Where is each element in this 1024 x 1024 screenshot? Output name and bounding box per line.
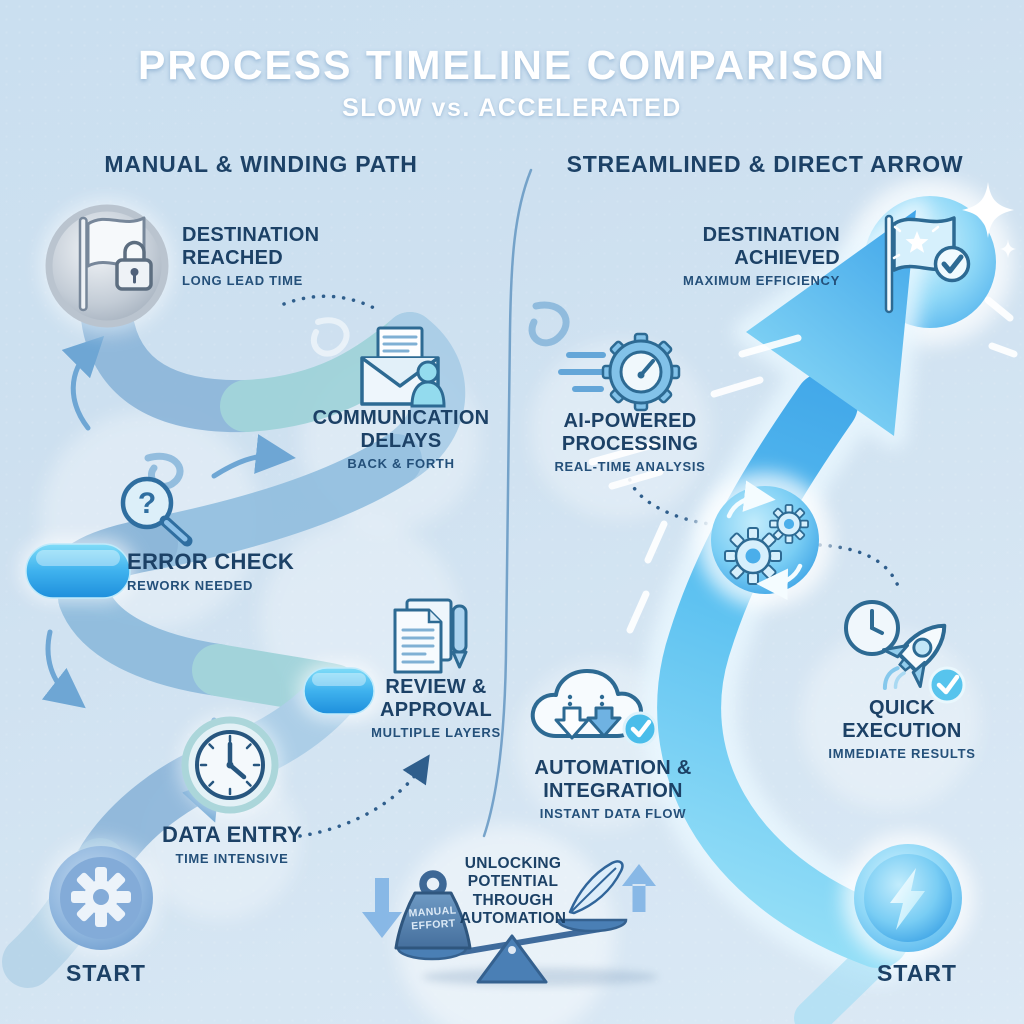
step-subtitle: IMMEDIATE RESULTS xyxy=(828,746,976,762)
feather-icon xyxy=(568,860,624,915)
gears-node xyxy=(697,472,833,608)
column-divider xyxy=(482,168,533,838)
step-title: DESTINATION ACHIEVED xyxy=(702,224,840,270)
documents-pen-icon xyxy=(393,598,468,674)
step-destination-achieved: DESTINATION ACHIEVED MAXIMUM EFFICIENCY xyxy=(640,224,840,288)
step-title: COMMUNICATION DELAYS xyxy=(312,407,490,453)
step-automation-integration: AUTOMATION & INTEGRATION INSTANT DATA FL… xyxy=(498,757,728,821)
question-glyph: ? xyxy=(138,487,156,520)
step-review-approval: REVIEW & APPROVAL MULTIPLE LAYERS xyxy=(336,676,536,740)
gear-gauge-icon xyxy=(558,332,681,412)
step-subtitle: BACK & FORTH xyxy=(347,456,455,472)
step-subtitle: INSTANT DATA FLOW xyxy=(539,806,687,822)
gears-cycle-icon xyxy=(724,480,809,601)
balance-message: UNLOCKING POTENTIAL THROUGH AUTOMATION xyxy=(459,855,567,927)
envelope-person-icon xyxy=(360,326,446,408)
start-label-slow: START xyxy=(66,960,146,986)
step-subtitle: TIME INTENSIVE xyxy=(175,850,289,866)
step-title: ERROR CHECK xyxy=(127,549,295,574)
start-label-fast: START xyxy=(877,960,957,986)
scale-fulcrum xyxy=(476,934,548,984)
weight-icon xyxy=(394,870,472,950)
step-subtitle: REAL-TIME ANALYSIS xyxy=(554,459,706,475)
error-check-pill xyxy=(20,538,136,602)
step-title: REVIEW & APPROVAL xyxy=(379,676,493,722)
clock-icon xyxy=(195,730,265,800)
sparkle-icon xyxy=(962,182,1016,258)
flag-star-check-icon xyxy=(884,214,971,314)
start-node-slow xyxy=(41,838,161,958)
rocket-clock-check-icon xyxy=(844,600,966,704)
step-destination-reached: DESTINATION REACHED LONG LEAD TIME xyxy=(182,224,372,288)
step-data-entry: DATA ENTRY TIME INTENSIVE xyxy=(122,822,342,866)
flag-lock-icon xyxy=(78,216,153,312)
weight-label: MANUAL EFFORT xyxy=(408,904,457,933)
step-quick-execution: QUICK EXECUTION IMMEDIATE RESULTS xyxy=(792,697,1012,761)
step-title: QUICK EXECUTION xyxy=(842,697,962,743)
step-communication-delays: COMMUNICATION DELAYS BACK & FORTH xyxy=(281,407,521,471)
gear-icon xyxy=(71,867,131,927)
step-subtitle: REWORK NEEDED xyxy=(127,577,254,593)
destination-reached-node xyxy=(39,198,175,334)
right-column-heading: STREAMLINED & DIRECT ARROW xyxy=(566,151,964,177)
step-subtitle: LONG LEAD TIME xyxy=(182,273,304,289)
page-title: PROCESS TIMELINE COMPARISON xyxy=(137,42,887,88)
step-ai-processing: AI-POWERED PROCESSING REAL-TIME ANALYSIS xyxy=(520,410,740,474)
left-column-heading: MANUAL & WINDING PATH xyxy=(104,151,418,177)
balance-scale xyxy=(362,860,658,986)
up-arrow-icon xyxy=(622,864,656,912)
cloud-download-check-icon xyxy=(530,669,658,747)
step-subtitle: MULTIPLE LAYERS xyxy=(371,725,501,741)
step-subtitle: MAXIMUM EFFICIENCY xyxy=(682,273,840,289)
page-subtitle: SLOW vs. ACCELERATED xyxy=(342,94,682,122)
start-node-fast xyxy=(842,832,974,964)
magnifier-question-icon: ? xyxy=(120,476,193,547)
step-title: AI-POWERED PROCESSING xyxy=(561,410,699,456)
step-title: AUTOMATION & INTEGRATION xyxy=(534,757,692,803)
lightning-bolt-icon xyxy=(890,868,925,930)
data-entry-node xyxy=(178,713,282,817)
left-pan xyxy=(396,946,468,961)
step-title: DESTINATION REACHED xyxy=(182,224,320,270)
right-pan xyxy=(556,918,628,933)
step-error-check: ERROR CHECK REWORK NEEDED xyxy=(127,549,347,593)
down-arrow-icon xyxy=(362,878,402,938)
review-pill xyxy=(298,662,380,720)
step-title: DATA ENTRY xyxy=(162,822,302,847)
speed-streaks xyxy=(588,296,1018,634)
